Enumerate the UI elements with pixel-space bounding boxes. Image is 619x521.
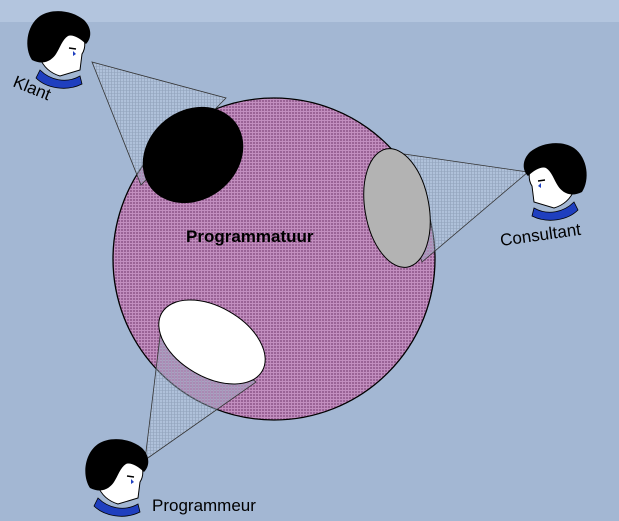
top-band: [0, 0, 619, 22]
consultant-view-ellipse: [363, 148, 431, 268]
center-label: Programmatuur: [186, 227, 314, 246]
programmeur-head-icon: [85, 439, 149, 517]
klant-head-icon: [27, 11, 91, 89]
programmeur-label: Programmeur: [152, 496, 256, 515]
programmeur-view-ellipse: [158, 299, 266, 385]
consultant-label: Consultant: [499, 220, 582, 250]
klant-view-ellipse: [142, 106, 244, 204]
consultant-head-icon: [523, 143, 587, 221]
